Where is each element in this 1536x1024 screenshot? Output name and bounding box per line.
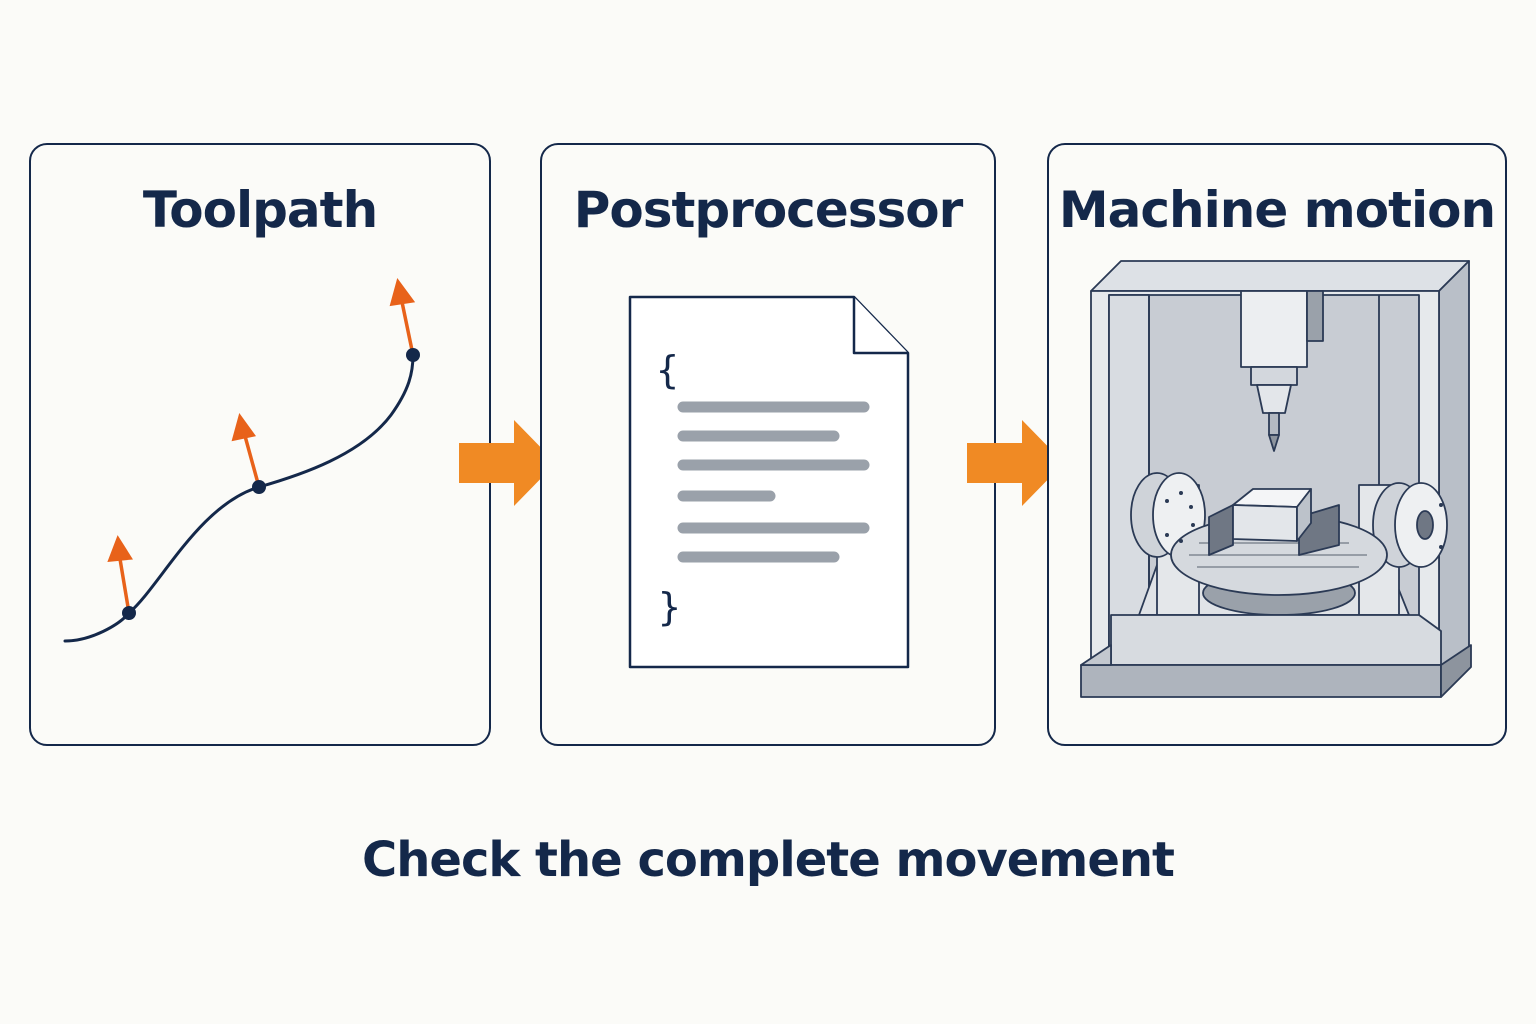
document-icon: { } bbox=[628, 295, 910, 669]
arrow-right-icon bbox=[459, 420, 556, 506]
open-brace: { bbox=[656, 348, 679, 392]
toolpath-panel: Toolpath bbox=[29, 143, 491, 746]
caption: Check the complete movement bbox=[362, 832, 1175, 888]
machine-panel: Machine motion bbox=[1047, 143, 1507, 746]
machine-title: Machine motion bbox=[1058, 181, 1496, 239]
toolpath-title: Toolpath bbox=[142, 181, 378, 239]
close-brace: } bbox=[658, 585, 681, 629]
toolpath-curve-icon bbox=[63, 278, 420, 643]
arrow-right-icon bbox=[967, 420, 1064, 506]
postprocessor-panel: Postprocessor { } bbox=[540, 143, 996, 746]
postprocessor-title: Postprocessor bbox=[573, 181, 964, 239]
cnc-machine-icon bbox=[1080, 260, 1472, 698]
